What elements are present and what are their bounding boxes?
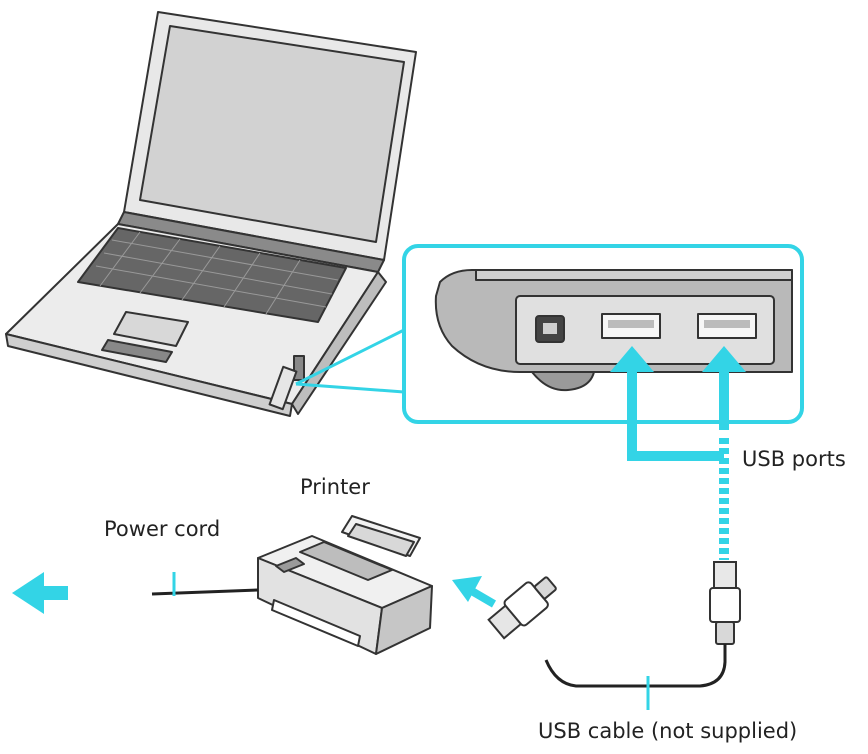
usb-ports-bracket-line — [627, 370, 724, 461]
usb-plug-laptop-end — [709, 561, 741, 645]
arrow-to-printer-icon — [452, 576, 482, 602]
insert-into-printer-arrow — [452, 576, 497, 608]
laptop-screen — [139, 25, 405, 243]
port-detail-foot — [531, 371, 595, 392]
arrow-up-port-2-icon — [702, 346, 746, 372]
usb-ports-pointer — [610, 346, 746, 372]
usb-ports-label: USB ports — [742, 447, 846, 471]
power-cord-label: Power cord — [104, 517, 220, 541]
port-detail — [434, 269, 793, 392]
laptop-base-side — [291, 271, 387, 415]
laptop — [5, 11, 417, 417]
usb-plug-printer-end — [487, 576, 557, 640]
printer — [257, 515, 433, 655]
usb-cable — [544, 644, 727, 688]
power-cord — [151, 588, 259, 596]
to-outlet-arrow — [12, 572, 68, 614]
zoom-callout-lines — [295, 328, 405, 394]
usb-cable-label: USB cable (not supplied) — [538, 719, 797, 743]
laptop-touchpad-buttons — [101, 339, 173, 363]
printer-output-slot — [271, 599, 361, 647]
laptop-side-usb-plug — [268, 365, 298, 411]
laptop-touchpad — [113, 311, 189, 347]
printer-side — [375, 585, 433, 655]
port-detail-top-edge — [475, 269, 793, 281]
arrow-up-port-1-icon — [610, 346, 654, 372]
arrow-left-icon — [12, 572, 44, 614]
laptop-side-port — [293, 355, 305, 381]
printer-label: Printer — [300, 475, 370, 499]
laptop-base-front — [5, 333, 293, 417]
